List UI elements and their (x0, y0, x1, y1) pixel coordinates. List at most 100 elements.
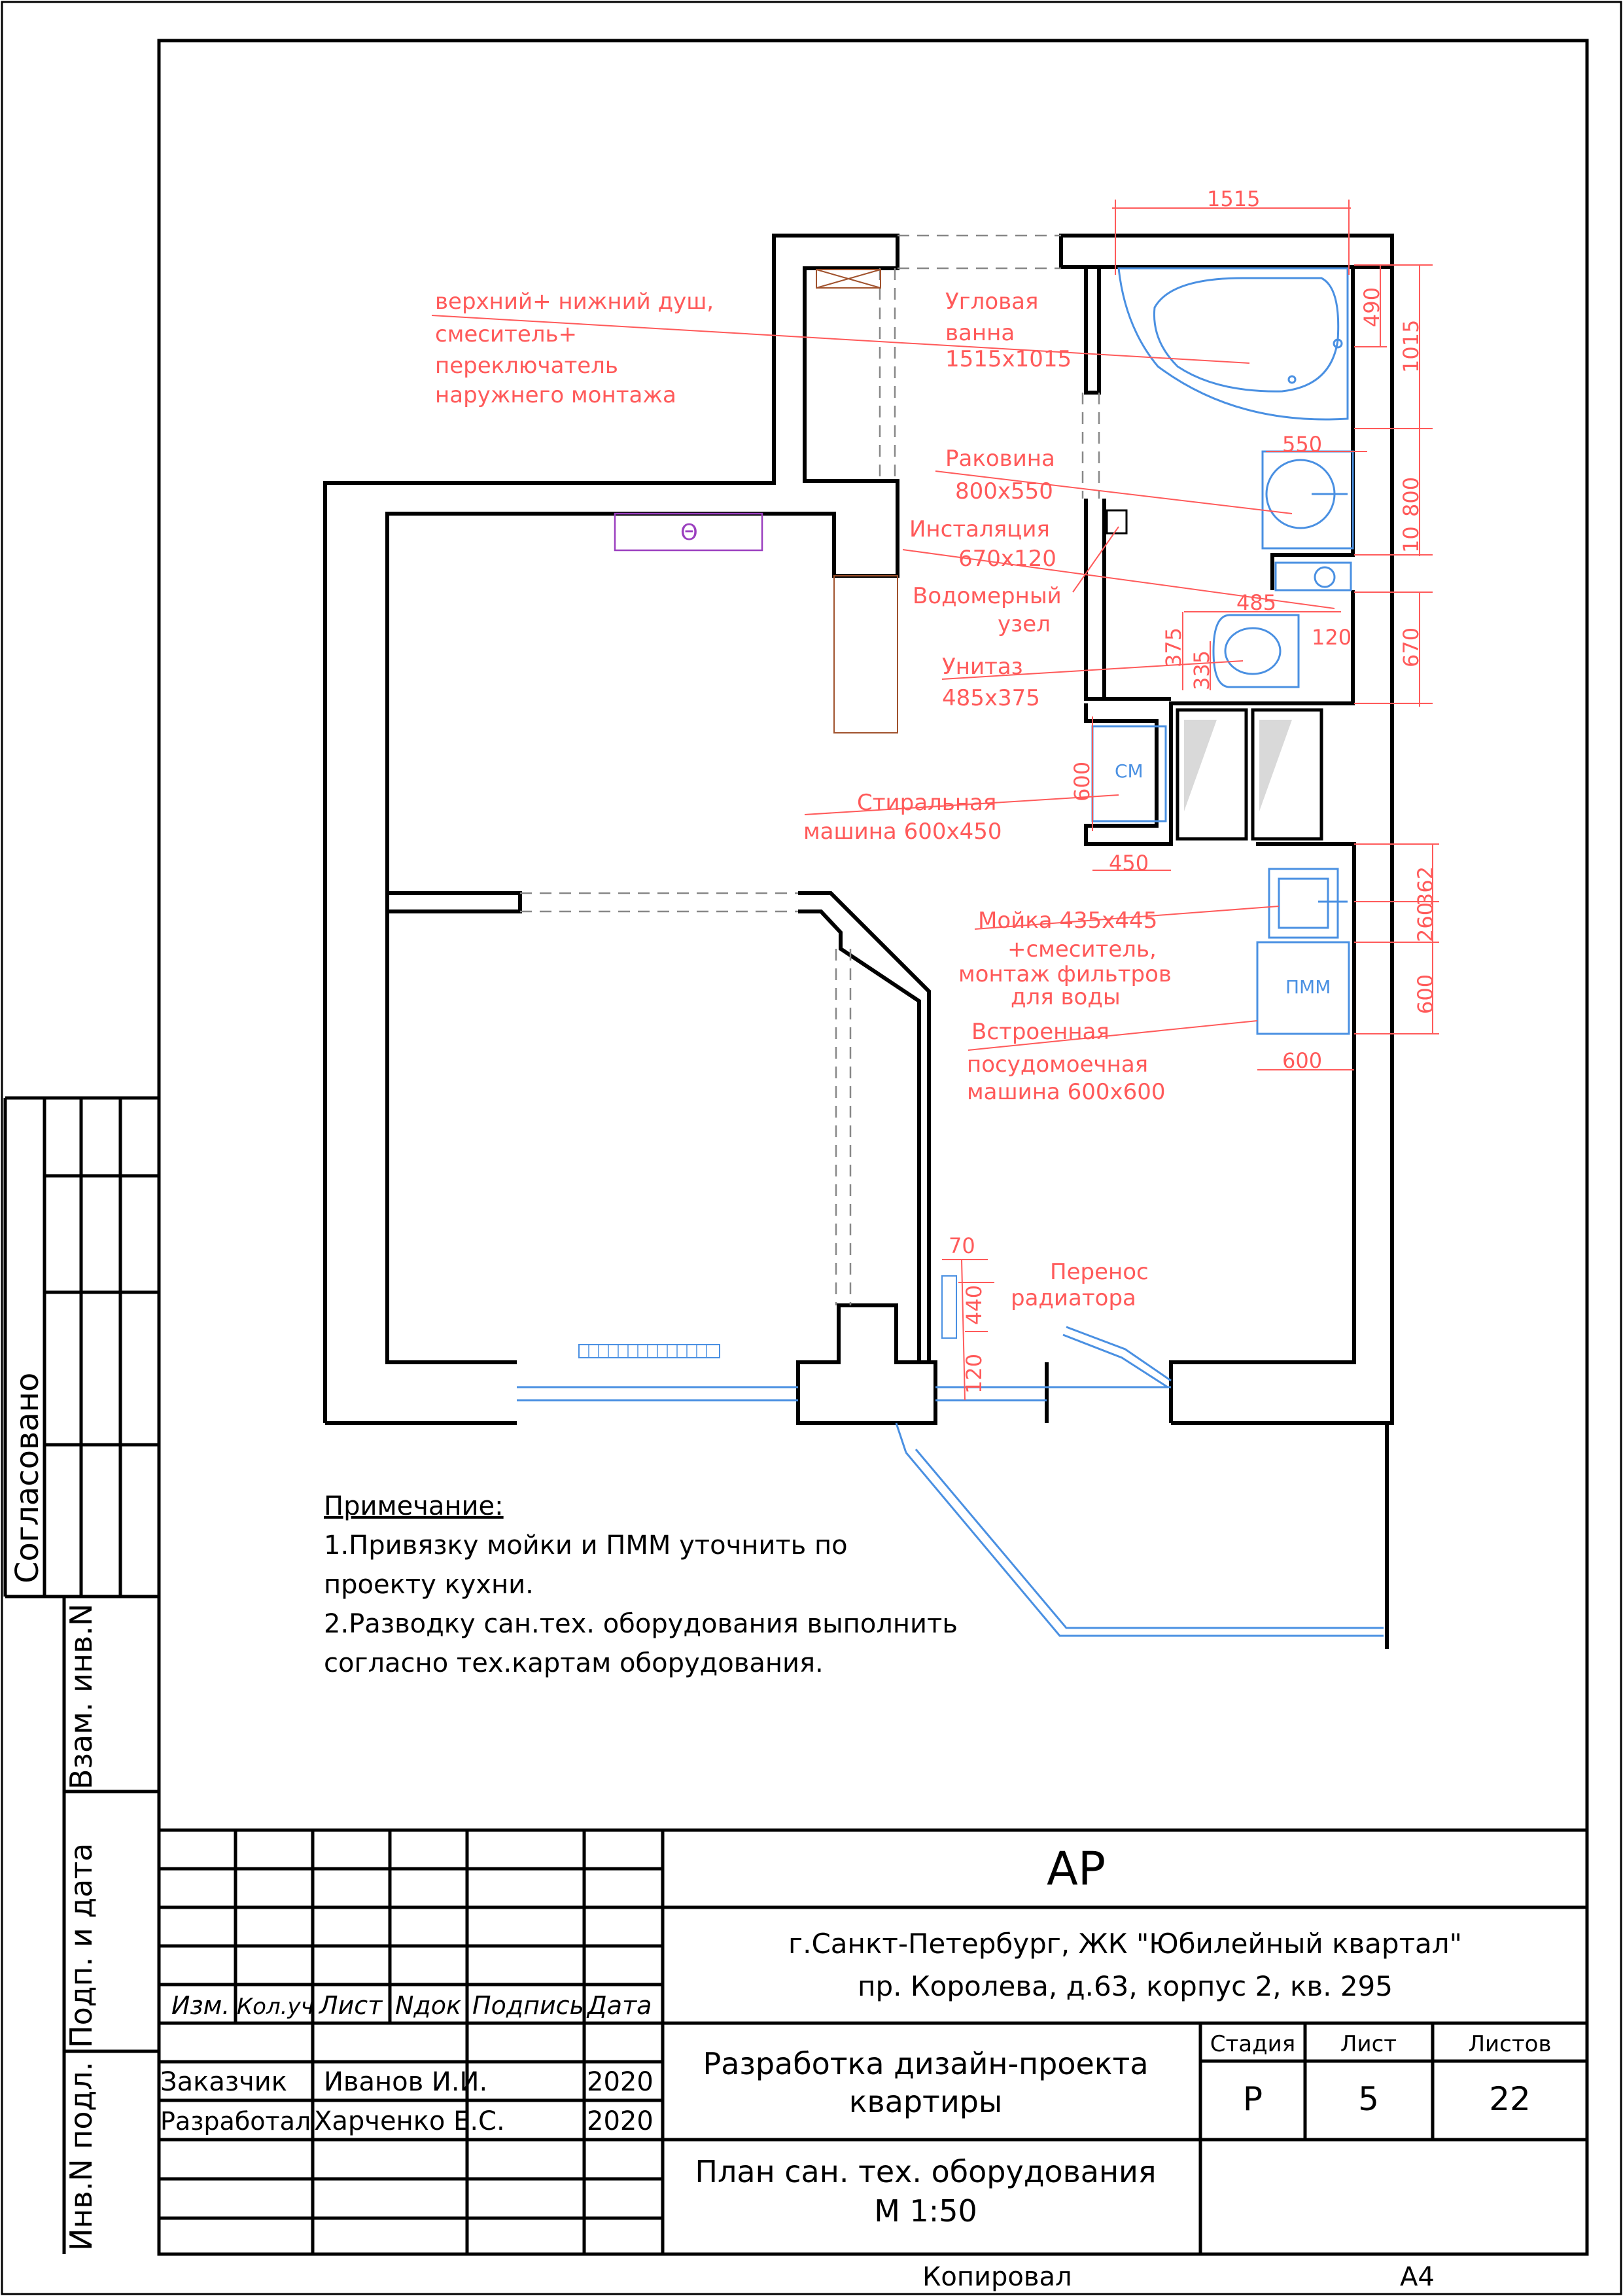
toilet (1212, 561, 1352, 688)
note-meter-1: Водомерный (913, 583, 1062, 609)
notes-line-2: проекту кухни. (324, 1570, 534, 1600)
note-bath-3: 1515x1015 (945, 346, 1072, 372)
note-installation-1: Инсталяция (909, 516, 1050, 542)
note-meter-2: узел (998, 611, 1051, 637)
note-radiator-2: радиатора (1011, 1285, 1136, 1311)
address-line-1: г.Санкт-Петербург, ЖК "Юбилейный квартал… (788, 1928, 1462, 1960)
side-stamp (3, 1096, 159, 2254)
floor-plan: Θ (323, 186, 1439, 1649)
note-toilet-1: Унитаз (942, 654, 1023, 680)
note-kitchen-sink-4: для воды (1011, 984, 1121, 1010)
sheets-value: 22 (1489, 2080, 1531, 2118)
dim-washer-600: 600 (1070, 762, 1094, 802)
project-title-2: квартиры (849, 2084, 1003, 2119)
water-meter (1106, 509, 1128, 535)
radiator-room-fins (588, 1345, 707, 1358)
dim-washer-450: 450 (1109, 851, 1149, 875)
dim-radiator-440: 440 (962, 1285, 986, 1325)
project-title-1: Разработка дизайн-проекта (703, 2046, 1148, 2081)
dimension-values: 1515 490 1015 550 800 10 485 120 670 375… (949, 186, 1438, 1394)
dim-mojka-260: 260 (1413, 902, 1438, 942)
top-cabinet (816, 269, 881, 289)
hood (614, 512, 763, 552)
note-bath-2: ванна (945, 320, 1015, 346)
top-cabinet-cross-b (816, 269, 881, 289)
header-ndok: Nдок (395, 1991, 461, 2020)
dim-sink-800: 800 (1399, 477, 1423, 517)
developer-role: Разработал (160, 2107, 311, 2136)
title-block-grid (159, 1828, 1587, 2254)
note-washer-2: машина 600x450 (803, 819, 1002, 845)
note-radiator-1: Перенос (1050, 1259, 1149, 1285)
stamp-vzam: Взам. инв.N (63, 1604, 99, 1790)
header-izm: Изм. (171, 1991, 230, 2020)
dim-gap-10: 10 (1399, 526, 1423, 553)
note-kitchen-sink-3: монтаж фильтров (958, 961, 1172, 987)
note-shower-2: смеситель+ (435, 321, 577, 347)
wardrobe (1176, 708, 1323, 841)
sheet-value: 5 (1358, 2080, 1379, 2118)
dim-radiator-70: 70 (949, 1233, 975, 1258)
dimension-lines (431, 200, 1439, 1401)
dim-installation-120: 120 (1312, 625, 1352, 650)
header-list: Лист (318, 1991, 383, 2020)
header-data: Дата (586, 1991, 652, 2020)
customer-name: Иванов И.И. (324, 2067, 487, 2097)
dim-installation-485: 485 (1236, 590, 1276, 615)
note-shower-4: наружнего монтажа (435, 382, 676, 408)
dim-toilet-335: 335 (1189, 650, 1214, 690)
stamp-agreed: Согласовано (9, 1373, 46, 1583)
title-block-headers: Изм. Кол.уч Лист Nдок Подпись Дата (171, 1991, 652, 2020)
address-line-2: пр. Королева, д.63, корпус 2, кв. 295 (858, 1970, 1393, 2002)
dishwasher (1256, 941, 1350, 1035)
dim-installation-670: 670 (1399, 627, 1423, 667)
corner-bath (1117, 267, 1349, 421)
note-sink-1: Раковина (945, 446, 1055, 472)
dim-bath-width: 1515 (1207, 186, 1260, 211)
note-sink-2: 800x550 (955, 478, 1053, 504)
note-toilet-2: 485x375 (942, 685, 1040, 711)
counter (833, 575, 898, 733)
windows (517, 1326, 1384, 1637)
customer-role: Заказчик (160, 2067, 287, 2097)
sheets-label: Листов (1468, 2031, 1551, 2057)
openings (520, 234, 1100, 1305)
note-dishwasher-2: посудомоечная (967, 1051, 1148, 1078)
note-bath-1: Угловая (945, 289, 1038, 315)
dim-sink-550: 550 (1282, 432, 1322, 457)
notes-title: Примечание: (324, 1491, 504, 1521)
note-kitchen-sink-2: +смеситель, (1007, 936, 1157, 963)
stamp-podp: Подп. и дата (63, 1843, 99, 2048)
dim-bath-1015: 1015 (1399, 320, 1423, 373)
dim-toilet-375: 375 (1161, 627, 1186, 667)
hood-symbol: Θ (680, 520, 698, 546)
notes: Примечание: 1.Привязку мойки и ПММ уточн… (324, 1491, 958, 1678)
customer-year: 2020 (587, 2067, 654, 2097)
note-shower-1: верхний+ нижний душ, (435, 289, 714, 315)
note-dishwasher-3: машина 600x600 (967, 1079, 1165, 1105)
stamp-inv: Инв.N подл. (63, 2062, 99, 2251)
sheet-title-2: М 1:50 (874, 2193, 977, 2229)
notes-line-3: 2.Разводку сан.тех. оборудования выполни… (324, 1609, 958, 1639)
header-podpis: Подпись (472, 1991, 584, 2020)
stage-label: Стадия (1210, 2031, 1295, 2057)
note-washer-1: Стиральная (857, 790, 996, 816)
footer-copied: Копировал (922, 2262, 1072, 2292)
washbasin (1261, 450, 1354, 550)
annotations: верхний+ нижний душ, смеситель+ переключ… (435, 289, 1172, 1311)
radiator-room (578, 1344, 720, 1358)
sheet-label: Лист (1340, 2031, 1397, 2057)
sheet-title-1: План сан. тех. оборудования (695, 2154, 1156, 2189)
dim-radiator-120: 120 (962, 1354, 986, 1394)
dim-pmm-600-horizontal: 600 (1282, 1048, 1322, 1073)
stage-value: Р (1243, 2080, 1263, 2118)
note-dishwasher-1: Встроенная (971, 1019, 1109, 1045)
note-installation-2: 670x120 (958, 546, 1056, 572)
dim-pmm-600-vertical: 600 (1413, 974, 1438, 1014)
developer-year: 2020 (587, 2106, 654, 2136)
washer-label: СМ (1115, 760, 1143, 782)
radiator-kitchen (941, 1275, 957, 1339)
walls (323, 234, 1394, 1425)
dishwasher-label: ПММ (1285, 976, 1331, 998)
